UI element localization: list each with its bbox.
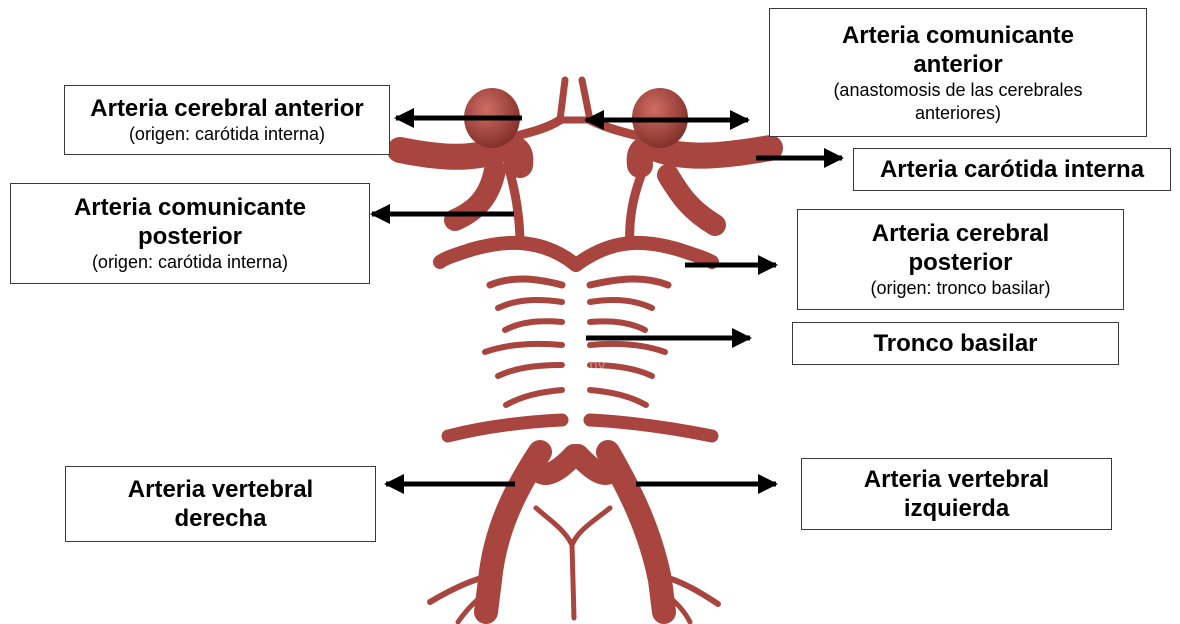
label-subtitle: (origen: tronco basilar) xyxy=(870,277,1050,300)
label-tronco-basilar: Tronco basilar xyxy=(792,322,1119,365)
label-comunicante-anterior: Arteria comunicante anterior (anastomosi… xyxy=(769,8,1147,137)
label-title-line2: posterior xyxy=(138,222,242,251)
label-title-line1: Arteria comunicante xyxy=(842,21,1074,50)
label-carotida-interna: Arteria carótida interna xyxy=(853,148,1171,191)
label-title-line2: posterior xyxy=(908,248,1012,277)
label-subtitle-line2: anteriores) xyxy=(915,102,1001,125)
arterial-tree xyxy=(400,80,770,622)
label-subtitle: (origen: carótida interna) xyxy=(92,251,288,274)
label-cerebral-anterior: Arteria cerebral anterior (origen: carót… xyxy=(64,85,390,155)
label-vertebral-izquierda: Arteria vertebral izquierda xyxy=(801,458,1112,530)
label-title-line2: anterior xyxy=(913,50,1002,79)
posterior-cerebral-artery-left-shape xyxy=(440,243,576,265)
label-title-line1: Arteria vertebral xyxy=(864,465,1049,494)
label-title: Tronco basilar xyxy=(873,329,1037,358)
label-cerebral-posterior: Arteria cerebral posterior (origen: tron… xyxy=(797,209,1124,310)
label-subtitle-line1: (anastomosis de las cerebrales xyxy=(833,79,1082,102)
label-title-line1: Arteria vertebral xyxy=(128,475,313,504)
label-vertebral-derecha: Arteria vertebral derecha xyxy=(65,466,376,542)
label-comunicante-posterior: Arteria comunicante posterior (origen: c… xyxy=(10,183,370,284)
posterior-cerebral-artery-right-shape xyxy=(576,243,712,265)
label-title: Arteria cerebral anterior xyxy=(90,94,363,123)
label-title: Arteria carótida interna xyxy=(880,155,1144,184)
label-title-line2: derecha xyxy=(174,504,266,533)
label-subtitle: (origen: carótida interna) xyxy=(129,123,325,146)
label-title-line1: Arteria cerebral xyxy=(872,219,1049,248)
label-title-line2: izquierda xyxy=(904,494,1009,523)
label-title-line1: Arteria comunicante xyxy=(74,193,306,222)
watermark: alamy xyxy=(563,357,606,374)
internal-carotid-right-shape xyxy=(640,148,770,165)
